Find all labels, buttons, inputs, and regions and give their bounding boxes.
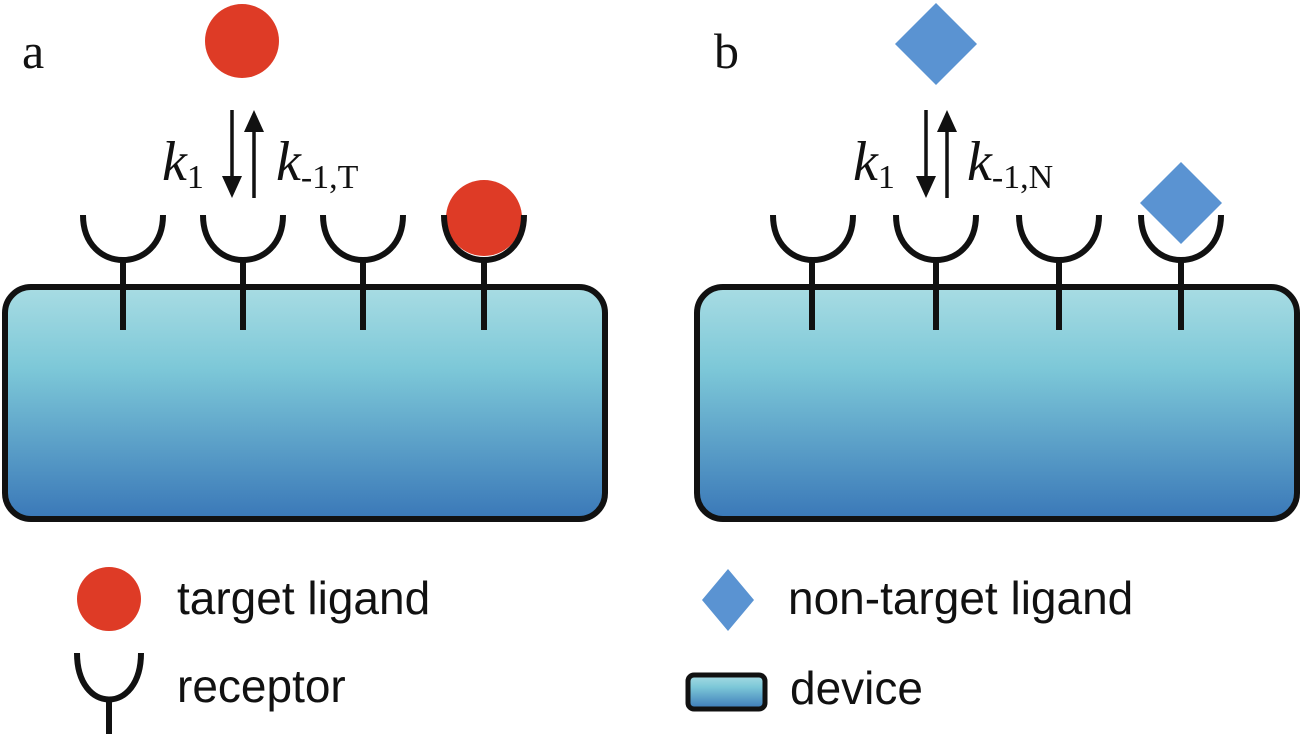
receptor: [770, 214, 856, 330]
legend-item-device: device: [685, 662, 923, 714]
legend-label: device: [790, 662, 923, 714]
receptor: [320, 214, 406, 330]
reverse-arrow-icon: [244, 110, 264, 198]
receptor: [200, 214, 286, 330]
panel-b: b k1 k-1,N: [694, 3, 1300, 522]
receptor-row-b: [770, 162, 1224, 330]
legend-item-receptor: receptor: [74, 652, 346, 734]
device-b: [694, 284, 1300, 522]
forward-arrow-icon: [222, 110, 242, 198]
bound-target-ligand: [446, 180, 522, 256]
legend-label: receptor: [177, 660, 346, 712]
receptor-icon: [74, 652, 144, 734]
rate-forward-b: k1: [853, 131, 895, 196]
red-circle-icon: [77, 567, 141, 631]
receptor-row-a: [80, 180, 527, 330]
receptor: [80, 214, 166, 330]
legend-label: target ligand: [177, 572, 430, 624]
legend: target ligand receptor non-target ligand…: [74, 567, 1133, 734]
rate-constants-b: k1 k-1,N: [853, 110, 1053, 198]
forward-arrow-icon: [916, 110, 936, 198]
rate-constants-a: k1 k-1,T: [162, 110, 359, 198]
reverse-arrow-icon: [937, 110, 957, 198]
bound-non-target-ligand: [1140, 162, 1222, 244]
legend-label: non-target ligand: [788, 572, 1133, 624]
legend-item-target-ligand: target ligand: [77, 567, 430, 631]
free-non-target-ligand: [895, 3, 977, 85]
device-a: [2, 284, 608, 522]
rate-forward-a: k1: [162, 131, 204, 196]
panel-a: a k1 k-1,T: [2, 4, 608, 522]
device-icon: [685, 672, 768, 712]
panel-label-a: a: [22, 23, 44, 79]
blue-diamond-icon: [702, 569, 754, 631]
rate-reverse-b: k-1,N: [967, 131, 1053, 196]
legend-item-non-target-ligand: non-target ligand: [702, 569, 1133, 631]
receptor: [893, 214, 979, 330]
receptor-bound: [441, 180, 527, 330]
free-target-ligand: [205, 4, 279, 78]
receptor-bound: [1138, 162, 1224, 330]
receptor: [1016, 214, 1102, 330]
rate-reverse-a: k-1,T: [276, 131, 359, 196]
panel-label-b: b: [714, 23, 739, 79]
